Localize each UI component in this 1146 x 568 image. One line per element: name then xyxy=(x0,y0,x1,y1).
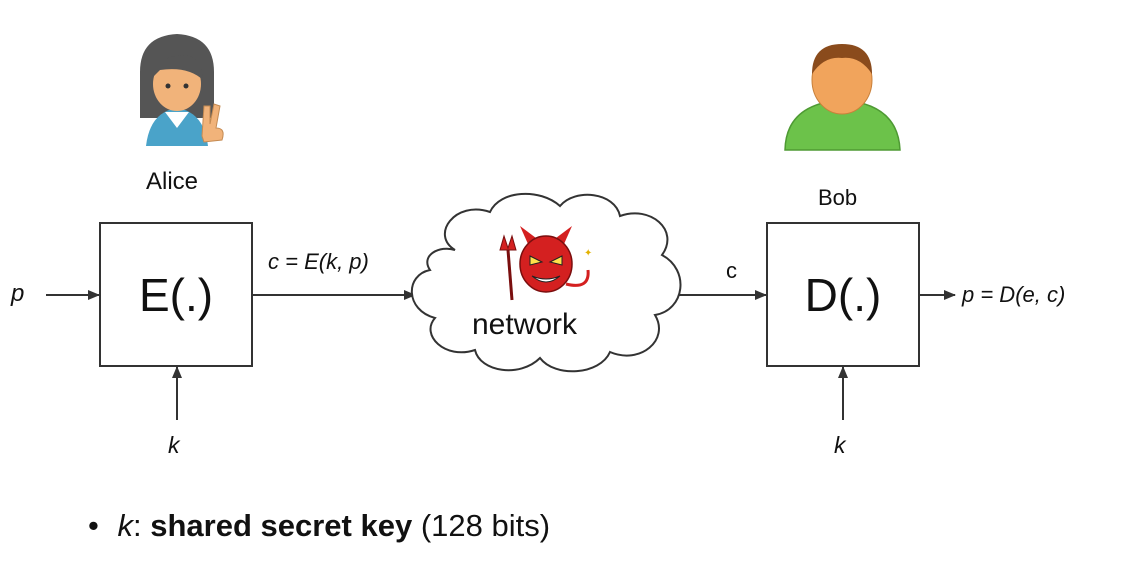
key-description-bullet: • k: shared secret key (128 bits) xyxy=(88,508,550,544)
bullet-bold-text: shared secret key xyxy=(150,508,413,543)
ciphertext-expression-label: c = E(k, p) xyxy=(268,249,369,274)
devil-eavesdropper-icon: ✦ xyxy=(499,226,592,301)
bullet-rest: (128 bits) xyxy=(420,508,551,543)
bullet-colon: : xyxy=(132,508,142,543)
bob-avatar-icon xyxy=(784,44,901,151)
alice-name-label: Alice xyxy=(146,168,199,195)
bullet-marker: • xyxy=(88,508,99,543)
alice-avatar-icon xyxy=(140,34,224,146)
encrypt-box: E(.) xyxy=(99,222,253,367)
bob-name-label: Bob xyxy=(818,185,858,210)
bullet-term: k xyxy=(117,508,133,543)
decrypt-box-label: D(.) xyxy=(804,268,882,321)
plaintext-input-label: p xyxy=(11,280,25,307)
key-right-label: k xyxy=(834,432,846,458)
ciphertext-label: c xyxy=(726,258,737,283)
network-label: network xyxy=(472,308,578,341)
plaintext-output-label: p = D(e, c) xyxy=(962,282,1066,307)
encrypt-box-label: E(.) xyxy=(138,268,214,321)
key-left-label: k xyxy=(168,432,180,458)
decrypt-box: D(.) xyxy=(766,222,920,367)
svg-text:✦: ✦ xyxy=(584,248,592,259)
